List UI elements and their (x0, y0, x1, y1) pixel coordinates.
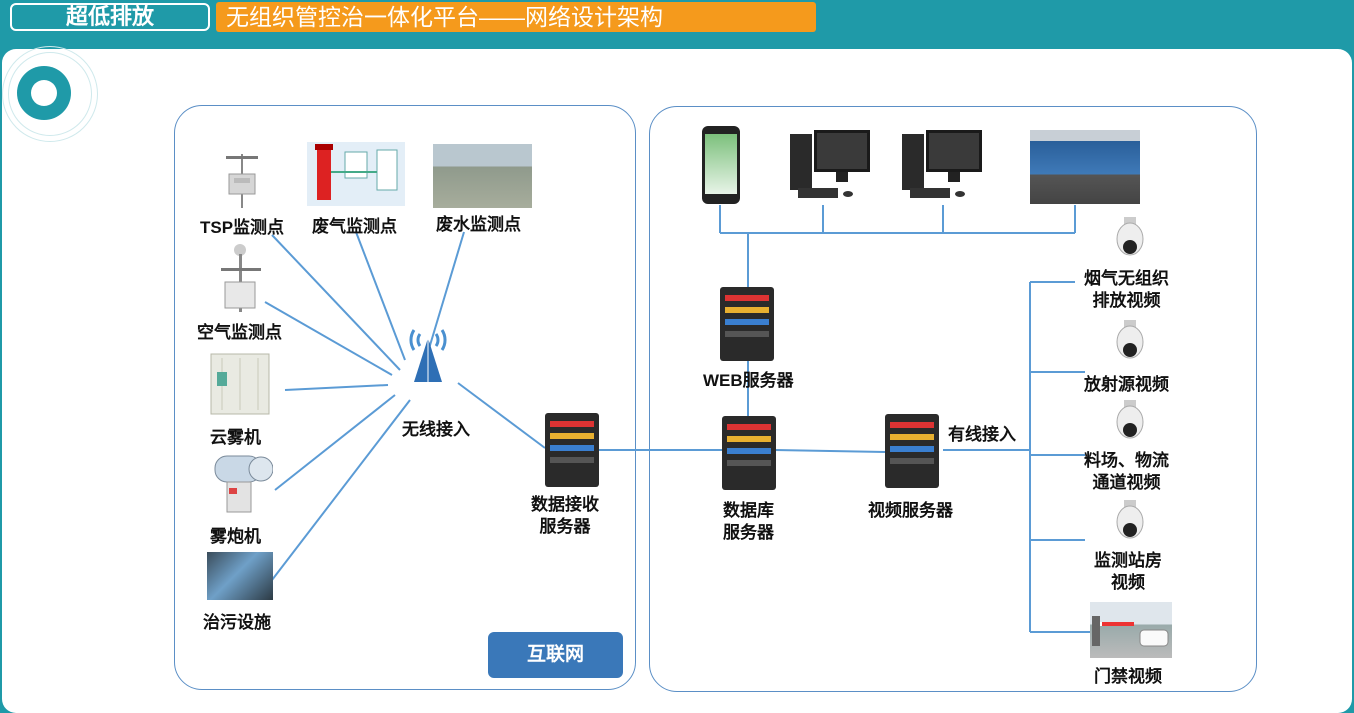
cam4-label: 监测站房 视频 (1094, 550, 1162, 594)
receiver-label: 数据接收 服务器 (531, 494, 599, 538)
cam1-label-line2: 排放视频 (1092, 291, 1161, 310)
video-server-label: 视频服务器 (868, 501, 953, 520)
dome-camera-icon (1116, 400, 1144, 446)
database-server-icon (722, 416, 776, 490)
video-server-icon (885, 414, 939, 488)
cam3-label-line1: 料场、物流 (1084, 451, 1169, 470)
database-label-line1: 数据库 (723, 501, 774, 520)
treatment-facility-icon (207, 552, 273, 600)
decorative-ring (2, 46, 98, 142)
air-label: 空气监测点 (197, 323, 282, 342)
internet-button[interactable]: 互联网 (488, 632, 623, 678)
mist-machine-icon (207, 352, 273, 416)
database-server-label: 数据库 服务器 (723, 500, 774, 544)
header-title: 无组织管控治一体化平台——网络设计架构 (216, 2, 816, 32)
header-bar: 超低排放 无组织管控治一体化平台——网络设计架构 (0, 0, 1354, 48)
gate-camera-icon (1090, 602, 1172, 658)
cam3-label-line2: 通道视频 (1092, 473, 1161, 492)
cam1-label: 烟气无组织 排放视频 (1084, 268, 1169, 312)
fog-cannon-icon (207, 452, 274, 516)
wireless-tower-icon (400, 320, 456, 382)
wastewater-label: 废水监测点 (436, 215, 521, 234)
exhaust-label: 废气监测点 (312, 217, 397, 236)
cam3-label: 料场、物流 通道视频 (1084, 450, 1169, 494)
dome-camera-icon (1116, 320, 1144, 366)
wireless-label: 无线接入 (402, 420, 470, 439)
mobile-phone-icon (702, 126, 740, 204)
mist-machine-label: 云雾机 (210, 428, 261, 447)
tsp-label: TSP监测点 (200, 218, 285, 237)
video-wall-icon (1030, 130, 1140, 204)
cam2-label: 放射源视频 (1084, 375, 1169, 394)
dome-camera-icon (1116, 500, 1144, 546)
exhaust-monitor-icon (307, 142, 405, 206)
cam1-label-line1: 烟气无组织 (1084, 269, 1169, 288)
fog-cannon-label: 雾炮机 (210, 527, 261, 546)
treatment-label: 治污设施 (203, 613, 271, 632)
wastewater-monitor-icon (433, 144, 532, 208)
logo-icon (17, 66, 71, 120)
receiver-label-line1: 数据接收 (531, 495, 599, 514)
cam4-label-line2: 视频 (1111, 573, 1145, 592)
database-label-line2: 服务器 (723, 523, 774, 542)
header-tag: 超低排放 (10, 3, 210, 31)
dome-camera-icon (1116, 217, 1144, 263)
gate-label: 门禁视频 (1094, 667, 1162, 686)
tsp-monitor-icon (212, 150, 272, 210)
receiver-server-icon (545, 413, 599, 487)
cam4-label-line1: 监测站房 (1094, 551, 1162, 570)
intranet-panel (649, 106, 1257, 692)
internet-panel (174, 105, 636, 690)
web-server-label: WEB服务器 (703, 371, 794, 390)
receiver-label-line2: 服务器 (539, 517, 591, 536)
wired-label: 有线接入 (948, 425, 1016, 444)
desktop-pc-icon (788, 128, 872, 202)
air-monitor-icon (213, 242, 268, 314)
web-server-icon (720, 287, 774, 361)
desktop-pc-icon (900, 128, 984, 202)
